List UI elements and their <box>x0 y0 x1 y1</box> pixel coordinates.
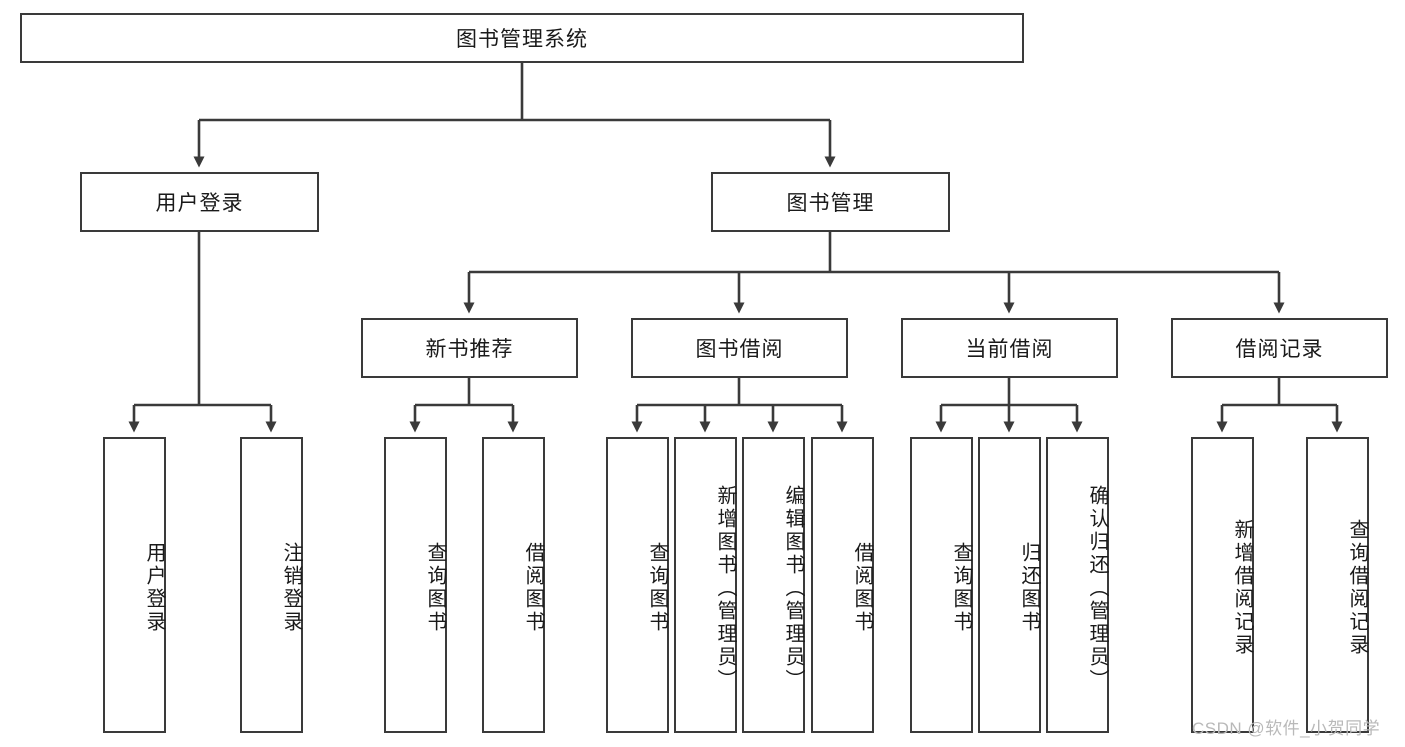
leaf-current-borrow-confirm[interactable]: 确认归还（管理员） <box>1046 437 1109 733</box>
node-root-system[interactable]: 图书管理系统 <box>20 13 1024 63</box>
leaf-book-borrow-add[interactable]: 新增图书（管理员） <box>674 437 737 733</box>
node-current-borrow[interactable]: 当前借阅 <box>901 318 1118 378</box>
csdn-watermark: CSDN @软件_小贺同学 <box>1192 719 1381 738</box>
leaf-borrow-record-add[interactable]: 新增借阅记录 <box>1191 437 1254 733</box>
leaf-label: 查询图书 <box>424 542 446 634</box>
leaf-label: 编辑图书（管理员） <box>782 484 804 692</box>
node-new-book-recommend[interactable]: 新书推荐 <box>361 318 578 378</box>
leaf-label: 新增借阅记录 <box>1231 519 1253 657</box>
leaf-label: 借阅图书 <box>522 542 544 634</box>
leaf-label: 新增图书（管理员） <box>714 484 736 692</box>
leaf-label: 确认归还（管理员） <box>1086 484 1108 692</box>
leaf-label: 注销登录 <box>280 542 302 634</box>
leaf-label: 借阅图书 <box>851 542 873 634</box>
node-user-login[interactable]: 用户登录 <box>80 172 319 232</box>
leaf-label: 归还图书 <box>1018 542 1040 634</box>
leaf-label: 用户登录 <box>143 542 165 634</box>
leaf-book-borrow-lend[interactable]: 借阅图书 <box>811 437 874 733</box>
node-borrow-record[interactable]: 借阅记录 <box>1171 318 1388 378</box>
node-book-management[interactable]: 图书管理 <box>711 172 950 232</box>
leaf-label: 查询借阅记录 <box>1346 519 1368 657</box>
leaf-book-borrow-edit[interactable]: 编辑图书（管理员） <box>742 437 805 733</box>
leaf-label: 查询图书 <box>950 542 972 634</box>
leaf-user-login-signin[interactable]: 用户登录 <box>103 437 166 733</box>
leaf-user-login-signout[interactable]: 注销登录 <box>240 437 303 733</box>
leaf-book-borrow-query[interactable]: 查询图书 <box>606 437 669 733</box>
leaf-label: 查询图书 <box>646 542 668 634</box>
leaf-new-book-borrow[interactable]: 借阅图书 <box>482 437 545 733</box>
leaf-new-book-query[interactable]: 查询图书 <box>384 437 447 733</box>
leaf-current-borrow-return[interactable]: 归还图书 <box>978 437 1041 733</box>
leaf-current-borrow-query[interactable]: 查询图书 <box>910 437 973 733</box>
leaf-borrow-record-query[interactable]: 查询借阅记录 <box>1306 437 1369 733</box>
node-book-borrow[interactable]: 图书借阅 <box>631 318 848 378</box>
